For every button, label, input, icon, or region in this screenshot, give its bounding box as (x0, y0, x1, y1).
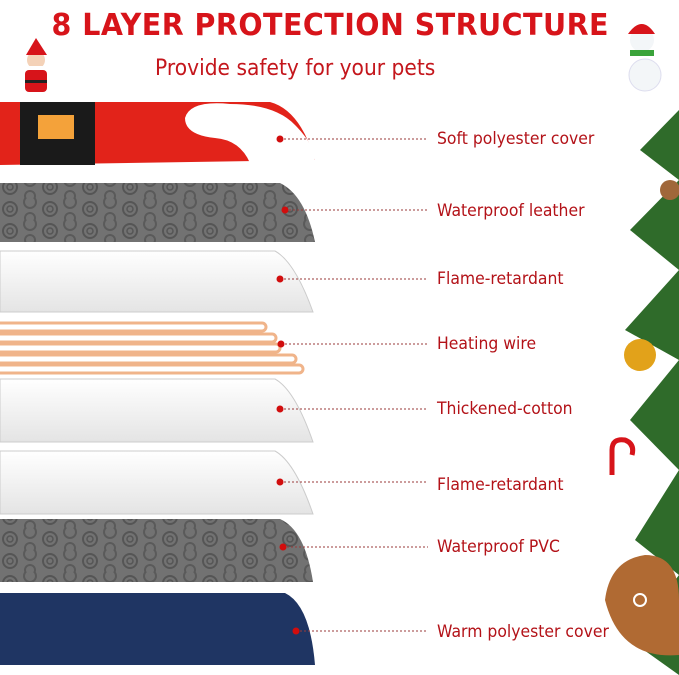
layer-soft-polyester-cover (0, 102, 315, 165)
label-layer-8: Warm polyester cover (437, 622, 609, 642)
leader-dots (276, 135, 300, 635)
layer-waterproof-leather (0, 183, 315, 242)
label-layer-5: Thickened-cotton (437, 399, 573, 419)
label-layer-4: Heating wire (437, 334, 537, 354)
label-layer-3: Flame-retardant (437, 269, 564, 289)
label-layer-6: Flame-retardant (437, 475, 564, 495)
layer-flame-retardant-2 (0, 450, 314, 515)
layer-thickened-cotton (0, 378, 314, 443)
label-layer-1: Soft polyester cover (437, 129, 595, 149)
candy-cane-icon (609, 437, 636, 475)
page-title: 8 LAYER PROTECTION STRUCTURE (51, 8, 609, 43)
santa-icon (25, 38, 47, 92)
layer-waterproof-pvc (0, 519, 313, 582)
label-layer-2: Waterproof leather (437, 201, 585, 221)
layer-warm-polyester-cover (0, 593, 315, 665)
leader-lines (280, 138, 428, 632)
snowman-icon (628, 24, 662, 92)
layer-flame-retardant-1 (0, 250, 314, 313)
subtitle: Provide safety for your pets (155, 56, 436, 81)
christmas-tree-branch (605, 110, 679, 675)
layer-heating-wire (0, 321, 305, 375)
label-layer-7: Waterproof PVC (437, 537, 560, 557)
ornament-icon (624, 339, 656, 371)
